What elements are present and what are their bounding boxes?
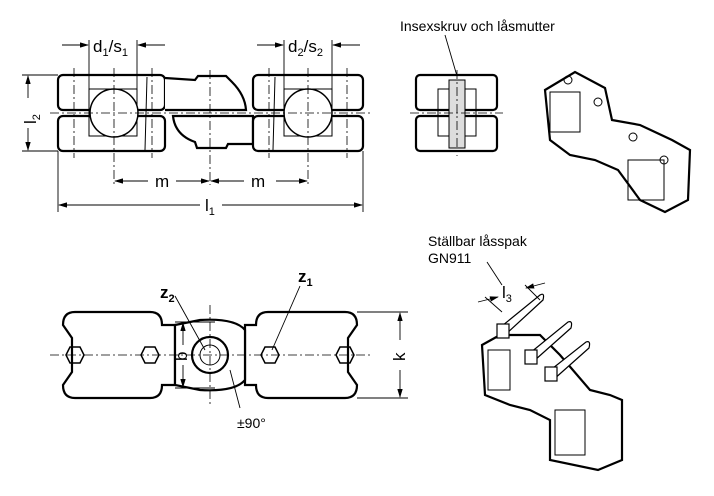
- iso-view-lever: Ställbar låsspak GN911 l3: [428, 233, 624, 472]
- rotation-angle: ±90°: [237, 415, 266, 431]
- section-note: Insexskruv och låsmutter: [400, 18, 555, 34]
- dim-d1-s1: d1/s1: [93, 37, 128, 59]
- dim-m-left: m: [155, 172, 169, 191]
- dim-b: b: [172, 352, 191, 361]
- left-clamp-block: [56, 73, 167, 153]
- top-view: d1/s1 d2/s2 l2 m m l1: [21, 37, 372, 218]
- dim-l1: l1: [205, 196, 215, 218]
- label-z1: z1: [298, 267, 313, 289]
- dim-l3: l3: [502, 283, 512, 305]
- label-z2: z2: [160, 283, 175, 305]
- lever-note-line1: Ställbar låsspak: [428, 233, 528, 249]
- dim-l2: l2: [21, 114, 43, 124]
- iso-view-top: [543, 70, 692, 214]
- section-view: Insexskruv och låsmutter: [400, 18, 555, 156]
- dim-m-right: m: [251, 172, 265, 191]
- dimensions: [22, 40, 364, 212]
- bottom-view: z2 z1 b k ±90°: [50, 267, 409, 431]
- dim-d2-s2: d2/s2: [288, 37, 323, 59]
- centerlines: [50, 68, 372, 185]
- dim-k: k: [390, 352, 409, 361]
- lever-note-line2: GN911: [428, 250, 472, 266]
- center-link: [164, 74, 255, 150]
